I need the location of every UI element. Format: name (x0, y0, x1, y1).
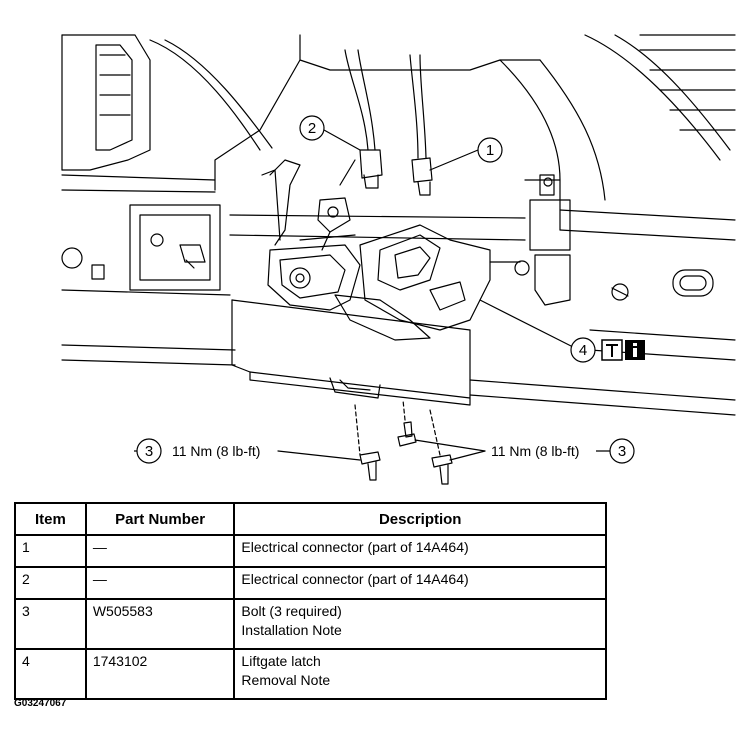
description-line: Electrical connector (part of 14A464) (241, 539, 469, 555)
svg-text:4: 4 (579, 342, 587, 359)
torque-spec-left: 11 Nm (8 lb-ft) (172, 443, 260, 459)
cell-description: Electrical connector (part of 14A464) (233, 534, 607, 568)
cell-part-number: 1743102 (84, 648, 236, 700)
callout-3-right: 3 (609, 438, 635, 464)
bolt-icon-right (431, 454, 453, 485)
special-tool-icon (601, 339, 623, 361)
cell-description: Liftgate latch Removal Note (233, 648, 607, 700)
svg-text:1: 1 (486, 142, 494, 159)
callout-3-left: 3 (136, 438, 162, 464)
svg-text:3: 3 (145, 443, 153, 460)
svg-text:2: 2 (308, 120, 316, 137)
cell-item: 3 (14, 598, 87, 650)
callout-4: 4 (570, 337, 596, 363)
table-row: 3 W505583 Bolt (3 required) Installation… (14, 598, 607, 650)
leader-lines (277, 129, 576, 461)
table-row: 2 — Electrical connector (part of 14A464… (14, 566, 607, 600)
header-part-number: Part Number (84, 502, 236, 536)
description-line: Bolt (3 required) (241, 603, 342, 619)
table-header-row: Item Part Number Description (14, 502, 607, 536)
removal-note-link[interactable]: Removal Note (241, 672, 331, 688)
cell-item: 4 (14, 648, 87, 700)
bolt-group (354, 399, 453, 485)
cell-part-number: — (84, 566, 236, 600)
cell-description: Bolt (3 required) Installation Note (233, 598, 607, 650)
table-row: 1 — Electrical connector (part of 14A464… (14, 534, 607, 568)
torque-spec-right: 11 Nm (8 lb-ft) (491, 443, 579, 459)
cell-part-number: W505583 (84, 598, 236, 650)
liftgate-latch-diagram: 2 1 4 3 11 Nm (8 lb-ft) 11 Nm (8 lb-ft) … (61, 34, 736, 485)
cell-item: 2 (14, 566, 87, 600)
info-icon (625, 340, 645, 360)
bolt-icon-center (397, 421, 417, 447)
callout-2: 2 (299, 115, 325, 141)
parts-table: Item Part Number Description 1 — Electri… (14, 502, 607, 700)
figure-id: G03247067 (14, 698, 67, 709)
liftgate-trim-housing (231, 299, 471, 406)
liftgate-latch-part (229, 49, 530, 341)
header-item: Item (14, 502, 87, 536)
liftgate-panel (61, 34, 736, 416)
cell-part-number: — (84, 534, 236, 568)
installation-note-link[interactable]: Installation Note (241, 622, 342, 638)
bolt-icon-left (359, 451, 381, 481)
description-line: Liftgate latch (241, 653, 321, 669)
callout-1: 1 (477, 137, 503, 163)
header-description: Description (233, 502, 607, 536)
cell-description: Electrical connector (part of 14A464) (233, 566, 607, 600)
description-line: Electrical connector (part of 14A464) (241, 571, 469, 587)
svg-text:3: 3 (618, 443, 626, 460)
cell-item: 1 (14, 534, 87, 568)
table-row: 4 1743102 Liftgate latch Removal Note (14, 648, 607, 700)
